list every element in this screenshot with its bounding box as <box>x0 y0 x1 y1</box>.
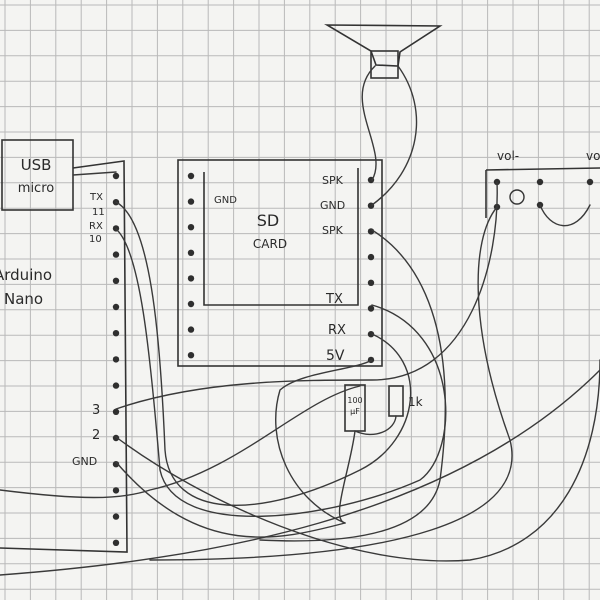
arduino-pin-6 <box>112 303 120 311</box>
wire-tx-to-sd-rx <box>115 201 412 506</box>
wire-sd-spk-return <box>259 229 446 542</box>
arduino-tx-label: TX <box>89 192 103 203</box>
sd-5v-label: 5V <box>326 348 345 364</box>
resistor-value: 1k <box>408 395 423 409</box>
arduino-tx-pin-number: 11 <box>92 207 105 218</box>
volume-pins <box>493 178 594 211</box>
arduino-rx-pin-number: 10 <box>89 234 102 245</box>
sd-right-pin-7 <box>367 331 375 338</box>
wire-resistor-leg <box>354 415 397 436</box>
arduino-pin-9 <box>112 382 120 389</box>
wire-speaker-a <box>361 65 377 181</box>
sd-card-module: GND SD CARD SPK GND SPK TX RX 5V <box>177 159 383 367</box>
sd-label: SD <box>257 211 279 230</box>
wire-vol-plus <box>539 204 591 227</box>
sd-spk2-label: SPK <box>322 224 344 237</box>
arduino-pin-4 <box>112 251 120 258</box>
arduino-label: Arduino <box>0 266 52 284</box>
vol-plus-label: vol+ <box>586 149 600 163</box>
wire-d2-to-vol <box>115 359 600 562</box>
sd-left-pin-1 <box>187 172 195 180</box>
sd-left-pin-3 <box>187 224 195 231</box>
sd-gnd-left-label: GND <box>214 195 237 206</box>
wire-rx-to-sd-tx <box>115 228 447 518</box>
arduino-pin-11 <box>112 434 120 442</box>
sd-left-pin-2 <box>187 198 195 205</box>
capacitor-unit: μF <box>350 407 360 416</box>
vol-minus-button-icon <box>509 189 525 205</box>
wire-5v-to-cap <box>275 359 373 524</box>
wiring <box>0 65 600 576</box>
sd-left-pin-4 <box>187 249 195 256</box>
usb-micro-connector: USB micro <box>1 139 74 211</box>
arduino-rx-label: RX <box>89 221 103 232</box>
volume-pin-2 <box>536 178 544 186</box>
card-label: CARD <box>253 237 287 251</box>
wire-left-ground-bus <box>0 385 361 499</box>
arduino-pin-1 <box>112 172 120 180</box>
arduino-pin-7 <box>112 330 120 337</box>
sd-spk1-label: SPK <box>322 174 344 187</box>
sd-left-pin-7 <box>187 326 195 333</box>
wire-gnd-to-sd <box>115 461 346 538</box>
sd-left-pin-8 <box>187 352 195 359</box>
wire-speaker-b <box>371 65 418 206</box>
arduino-pin-header <box>112 172 120 546</box>
arduino-d2-label: 2 <box>92 428 100 443</box>
arduino-pin-15 <box>112 539 120 546</box>
arduino-pin-12 <box>112 461 120 468</box>
wire-vol-minus <box>149 206 513 561</box>
wire-d3-to-vol <box>115 181 498 410</box>
sd-gnd-right-label: GND <box>320 199 345 212</box>
usb-label: USB <box>21 156 52 174</box>
capacitor: 100 μF <box>344 384 366 432</box>
volume-pin-5 <box>586 178 594 186</box>
arduino-gnd-label: GND <box>72 455 97 468</box>
sd-right-pin-6 <box>367 305 375 312</box>
nano-label: Nano <box>4 290 43 308</box>
sd-right-pin-4 <box>367 253 375 261</box>
sd-tx-label: TX <box>325 292 343 307</box>
wire-cap-to-gnd <box>338 430 356 524</box>
sd-left-pin-6 <box>187 300 195 308</box>
wire-usb-to-nano <box>72 171 117 176</box>
wire-bottom-left <box>0 369 600 576</box>
vol-minus-label: vol- <box>497 149 519 163</box>
usb-micro-label: micro <box>18 181 54 196</box>
speaker-icon <box>324 24 443 79</box>
sd-right-pin-5 <box>367 279 375 286</box>
capacitor-value: 100 <box>347 396 362 405</box>
arduino-pin-13 <box>112 487 120 494</box>
arduino-nano-board: Arduino Nano TX 11 RX 10 3 2 GND <box>0 160 128 553</box>
arduino-pin-8 <box>112 356 120 363</box>
arduino-pin-14 <box>112 513 120 520</box>
volume-buttons-board: vol- vol+ <box>485 149 600 218</box>
sd-left-pin-5 <box>187 275 195 282</box>
arduino-pin-10 <box>112 408 120 415</box>
arduino-pin-5 <box>112 277 120 284</box>
arduino-d3-label: 3 <box>92 403 100 418</box>
sd-left-pin-header <box>187 172 195 359</box>
sd-rx-label: RX <box>328 323 346 338</box>
